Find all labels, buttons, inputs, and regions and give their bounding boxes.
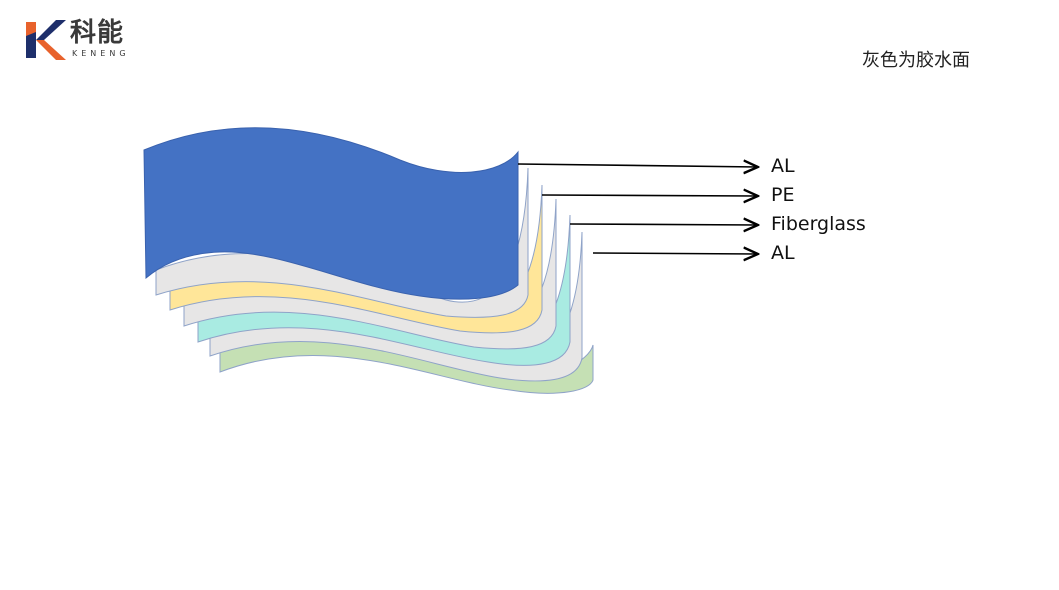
arrow-pe [541,195,758,196]
arrow-fiberglass [569,224,758,225]
layer-label-fiberglass: Fiberglass [771,213,866,235]
layer-1-al [143,127,519,300]
keneng-logo: 科能 KENENG [26,18,136,64]
layer-label-al-bottom: AL [771,242,795,264]
glue-side-caption: 灰色为胶水面 [862,50,970,71]
arrow-al-bottom [592,253,758,254]
layer-label-pe: PE [771,184,795,206]
logo-chinese-text: 科能 [70,18,125,48]
logo-english-text: KENENG [72,49,130,58]
arrow-al-top [517,164,758,167]
keneng-logo-mark-icon [26,20,66,60]
layer-label-al-top: AL [771,155,795,177]
